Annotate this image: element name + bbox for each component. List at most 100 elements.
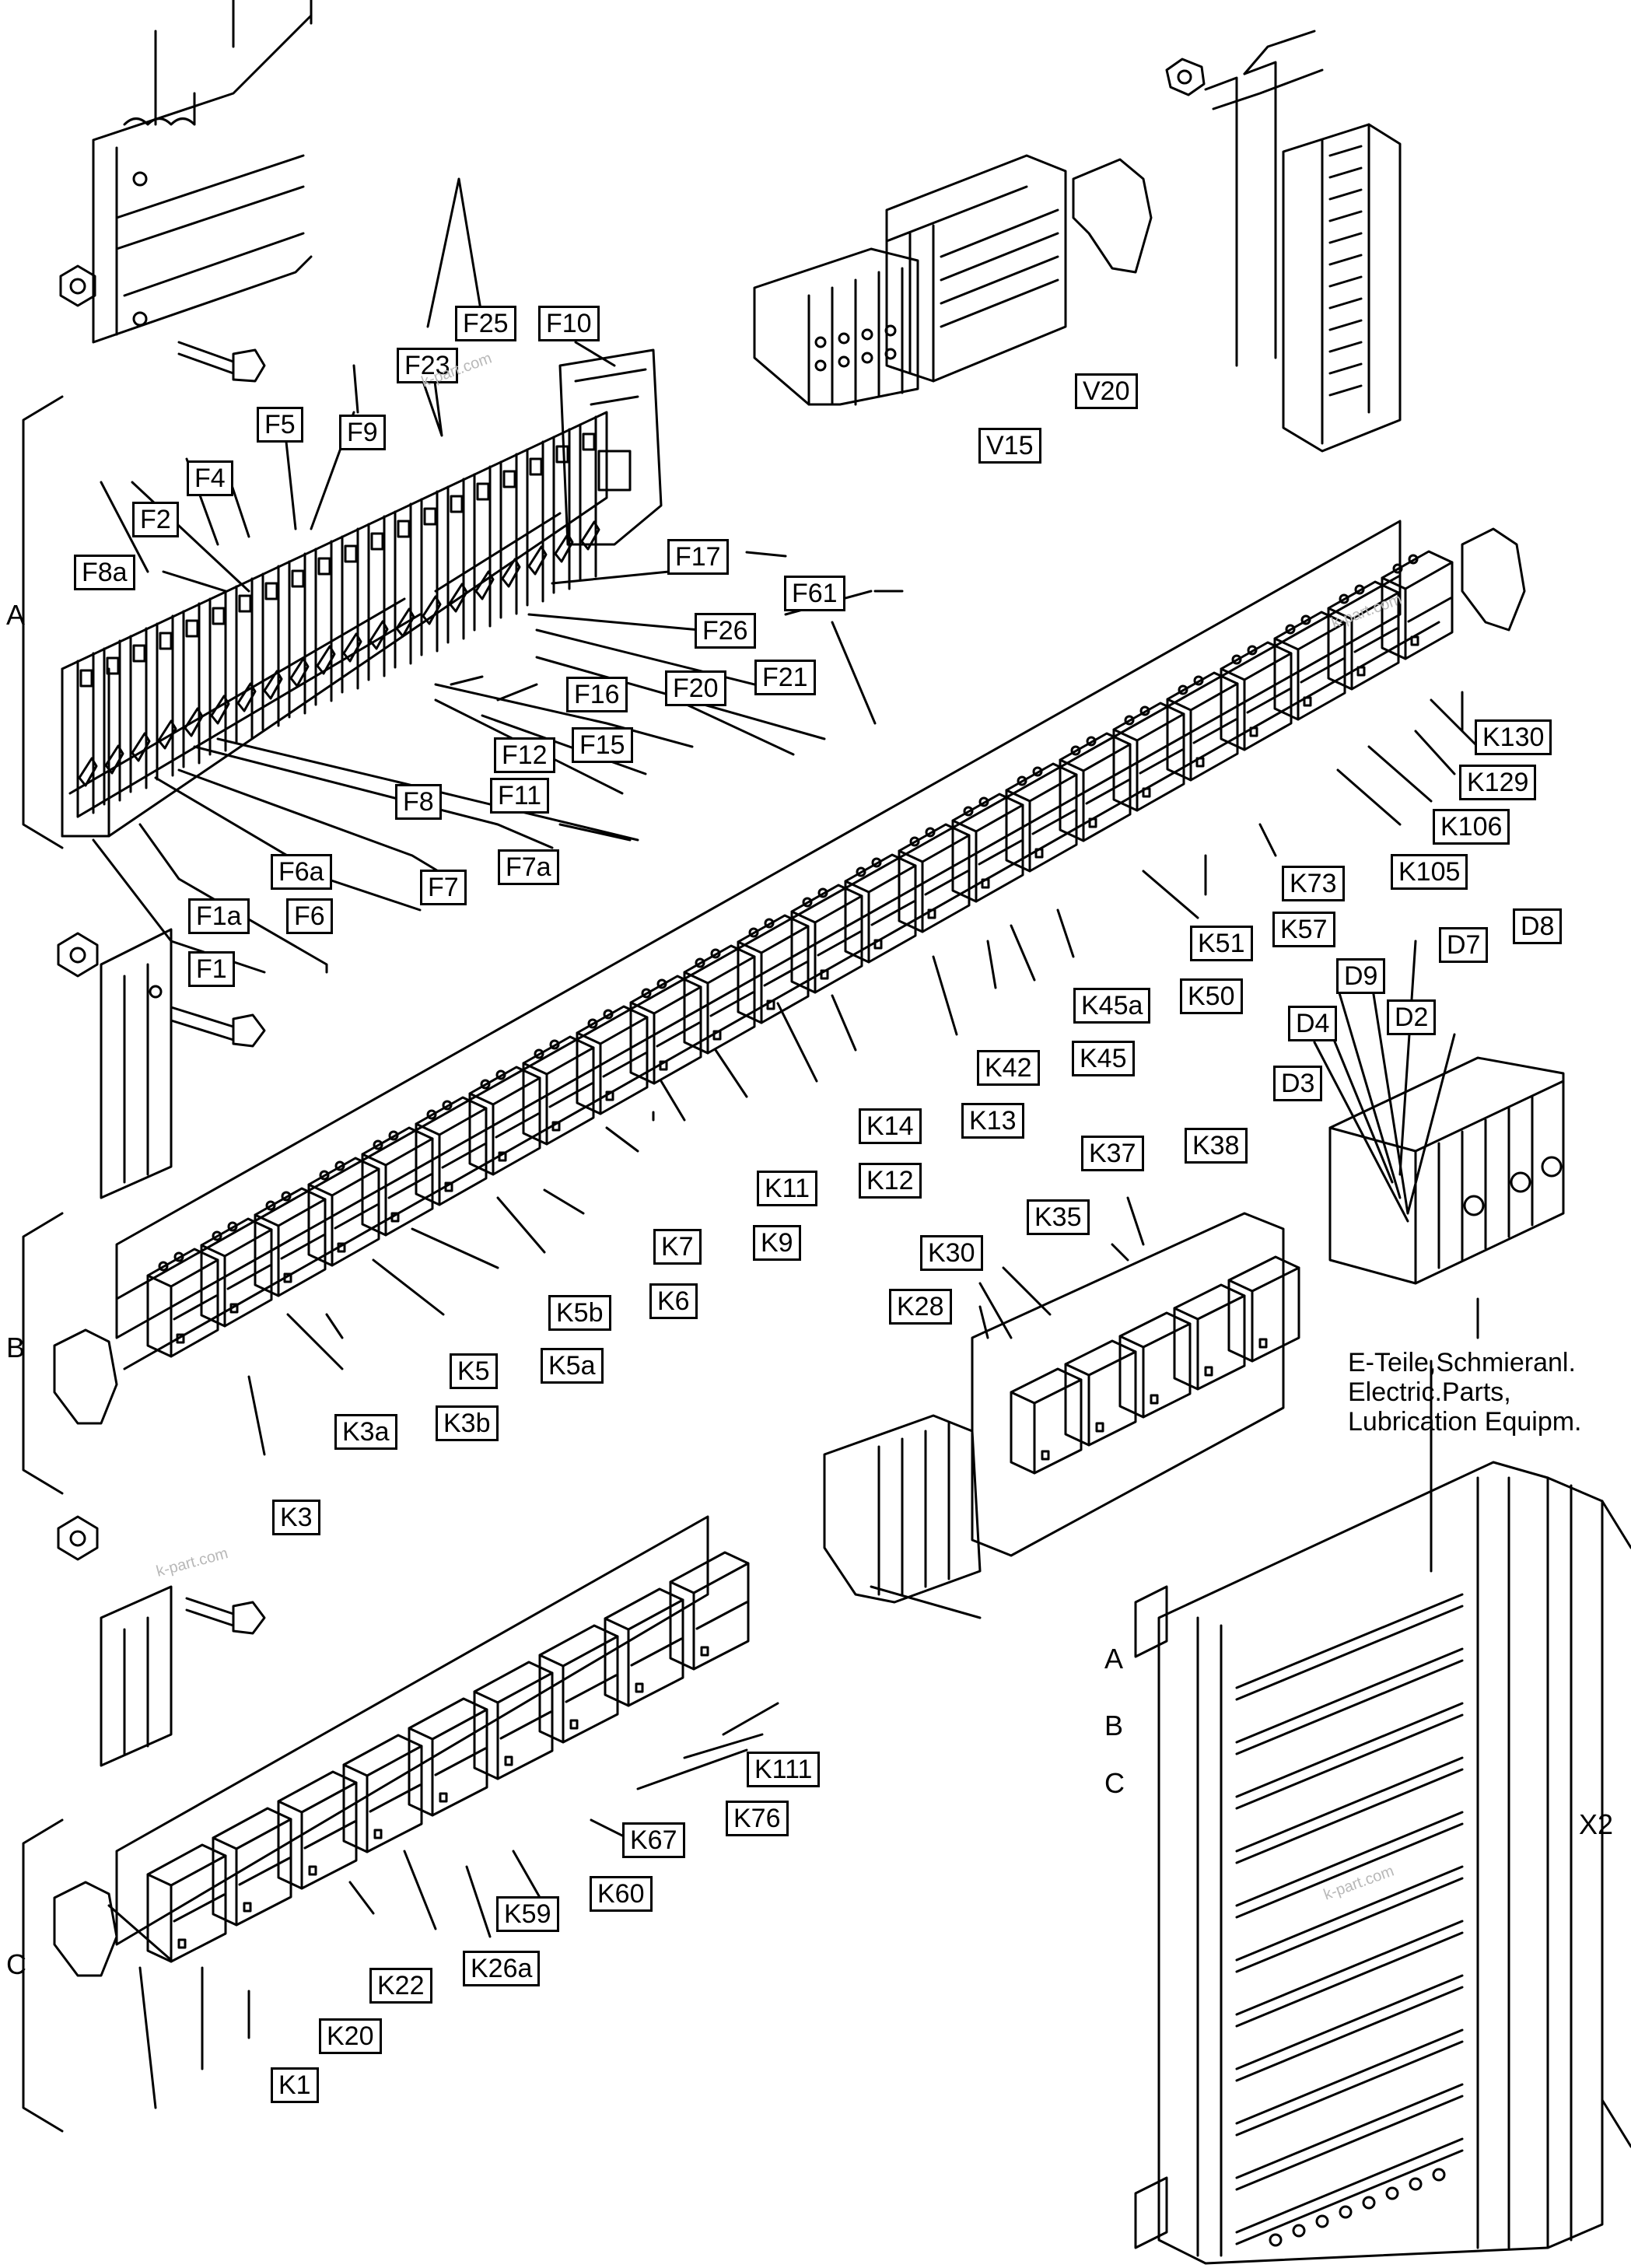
relay-edge	[1227, 1266, 1300, 1363]
relay-seam	[924, 870, 969, 896]
fuse-window	[159, 632, 173, 650]
label-k5b: K5b	[548, 1295, 611, 1331]
terminal-screw	[1285, 624, 1296, 635]
relay	[254, 1187, 327, 1297]
label-k76: K76	[726, 1801, 789, 1836]
relay-seam	[173, 1294, 218, 1321]
fuse-lever	[131, 732, 151, 762]
label-v15: V15	[978, 428, 1041, 464]
terminal-screw	[319, 1170, 330, 1181]
cabinet-rail	[1235, 2028, 1464, 2137]
label-k67: K67	[622, 1822, 685, 1858]
relay	[1118, 1311, 1192, 1419]
relay	[1064, 1339, 1137, 1447]
label-d8: D8	[1513, 908, 1563, 944]
label-f2: F2	[132, 502, 179, 537]
label-d2: D2	[1387, 999, 1437, 1035]
relay-seam	[173, 1893, 226, 1923]
relay-seam	[226, 1264, 271, 1290]
fuse-holder-f10	[558, 348, 663, 546]
relay-led	[373, 1829, 383, 1839]
terminal-screw	[748, 927, 759, 938]
relay-edge	[669, 1562, 750, 1671]
note-line-3: Lubrication Equipm.	[1348, 1407, 1582, 1437]
terminal-screw	[817, 887, 828, 898]
terminal-screw	[925, 827, 936, 838]
duct-slot	[1328, 362, 1363, 375]
terminal-screw	[1247, 645, 1258, 656]
relay	[473, 1661, 554, 1780]
end-clamp-right	[1461, 527, 1526, 632]
fuse-window	[238, 594, 252, 613]
fuse-column	[208, 590, 227, 756]
relay-led	[1150, 1394, 1159, 1405]
relay-rail-long	[115, 520, 1454, 1370]
relay-edge	[1112, 712, 1185, 812]
relay-seam	[280, 1234, 325, 1260]
hex-nut-top	[59, 264, 96, 307]
label-f61: F61	[784, 576, 845, 611]
relay-led	[439, 1792, 448, 1803]
cable-duct	[1282, 123, 1402, 453]
fuse-column	[341, 527, 359, 694]
terminal-screw	[1354, 584, 1365, 595]
label-k51: K51	[1190, 926, 1253, 961]
relay-edge	[473, 1671, 554, 1780]
terminal-screw	[158, 1261, 169, 1272]
relay-edge	[898, 834, 971, 933]
label-k26a: K26a	[463, 1951, 541, 1986]
fuse-column	[129, 627, 148, 793]
relay-led	[177, 1938, 187, 1949]
terminal-screw	[1017, 775, 1027, 786]
relay-edge	[1059, 743, 1132, 842]
label-f15: F15	[572, 727, 633, 763]
duct-slot	[1328, 275, 1363, 288]
relay-seam	[1300, 657, 1345, 684]
label-f7: F7	[420, 870, 467, 905]
relay-seam	[870, 900, 915, 926]
relay-seam	[334, 1203, 379, 1230]
cabinet-label-b: B	[1104, 1710, 1124, 1741]
relay-seam	[565, 1674, 618, 1703]
relay-edge	[408, 1708, 488, 1817]
relay-edge	[307, 1167, 380, 1267]
label-f20: F20	[665, 670, 726, 706]
label-k57: K57	[1272, 912, 1335, 947]
relay-seam	[978, 839, 1023, 866]
relay-led	[1258, 1338, 1268, 1349]
fuse-column	[473, 465, 492, 632]
terminal-screw	[1300, 614, 1311, 625]
relay-edge	[212, 1818, 292, 1927]
fuse-lever	[448, 583, 468, 613]
relay-seam	[763, 961, 808, 987]
relay-edge	[576, 1016, 649, 1115]
terminal-screw	[480, 1079, 491, 1090]
relay-edge	[1173, 1294, 1246, 1391]
fuse-lever	[474, 570, 495, 600]
relay	[1227, 1255, 1300, 1363]
cabinet-label-x2: X2	[1579, 1808, 1614, 1840]
label-f17: F17	[667, 539, 729, 575]
label-f6: F6	[286, 898, 333, 934]
terminal-screw	[871, 857, 882, 868]
relay-edge	[1166, 682, 1239, 782]
relay-seam	[817, 930, 862, 957]
relay-edge	[790, 894, 863, 994]
relay-edge	[737, 925, 810, 1024]
terminal-screw	[695, 957, 705, 968]
fuse-column	[156, 614, 174, 781]
label-k12: K12	[859, 1163, 922, 1199]
relay-edge	[538, 1635, 619, 1744]
relay-seam	[548, 1082, 593, 1108]
relay-edge	[1327, 591, 1400, 691]
relay-seam	[495, 1112, 540, 1139]
duct-slot	[1328, 319, 1363, 331]
dual-rail	[1204, 30, 1324, 367]
cabinet-label-c: C	[1104, 1767, 1125, 1799]
fuse-window	[291, 569, 305, 588]
duct-slot	[1328, 210, 1363, 222]
relay-rail-c	[115, 1515, 750, 1963]
relay-seam	[499, 1710, 552, 1740]
